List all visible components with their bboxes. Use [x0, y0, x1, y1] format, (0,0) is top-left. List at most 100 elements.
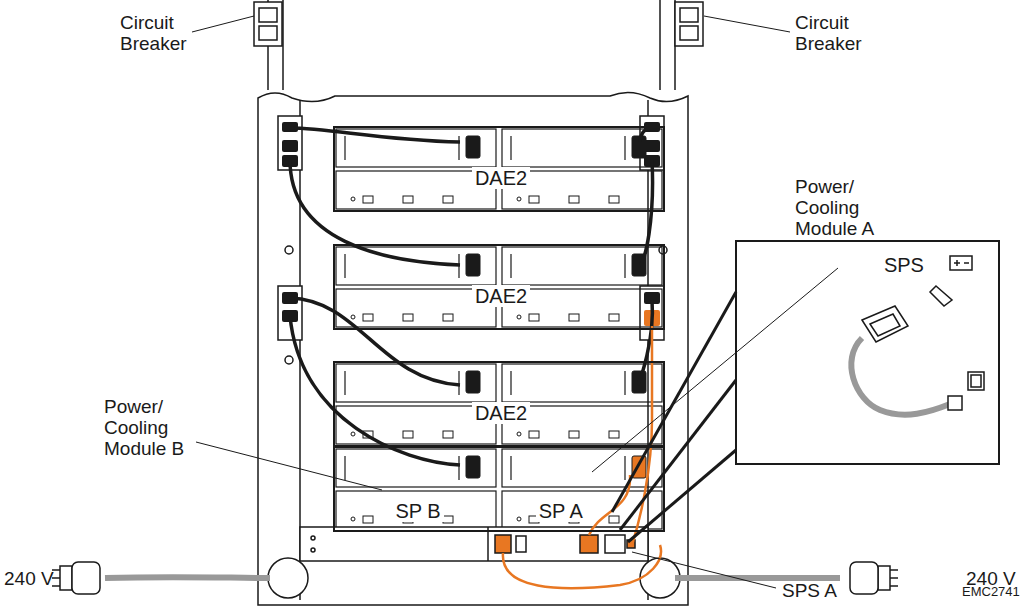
power-cooling-module: [336, 247, 496, 285]
leader-line: [192, 16, 254, 32]
rack-rail: [659, 0, 661, 90]
db9-connector: [862, 306, 908, 342]
unit-label: SPS: [881, 254, 927, 276]
callout-label: Circuit Breaker: [795, 12, 875, 54]
unit-label: DAE2: [472, 402, 530, 424]
port: [529, 196, 539, 203]
port: [569, 431, 579, 438]
caster: [268, 558, 308, 598]
callout-label: Power/ Cooling Module A: [795, 176, 895, 239]
screw: [311, 536, 315, 540]
plug-head: [60, 566, 72, 590]
leader-line: [632, 552, 776, 588]
handle: [510, 136, 511, 160]
serial-cable: [851, 338, 950, 415]
leader-line: [704, 16, 790, 32]
power-cooling-module: [336, 449, 496, 487]
sps-outlet: [605, 535, 625, 553]
enclosure-box: DAE2: [333, 126, 665, 212]
handle: [344, 456, 345, 480]
rj-port-face: [971, 375, 981, 387]
plug-body: [850, 562, 878, 594]
port: [609, 516, 619, 523]
power-plug: [282, 140, 298, 152]
port: [609, 314, 619, 321]
screw: [311, 548, 315, 552]
enclosure-box: DAE2: [333, 244, 665, 330]
port: [529, 314, 539, 321]
sps-cable: [503, 545, 661, 588]
port: [363, 314, 373, 321]
plug-pin: [890, 577, 898, 579]
plug-pin: [890, 569, 898, 571]
handle: [510, 456, 511, 480]
handle: [344, 371, 345, 395]
breaker-switch: [259, 26, 277, 40]
port: [569, 196, 579, 203]
handle: [458, 136, 459, 160]
handle: [344, 254, 345, 278]
pdu-outlet: [278, 286, 302, 340]
leader-line: [592, 268, 838, 472]
port: [403, 196, 413, 203]
battery-sign: [964, 262, 969, 264]
port: [443, 431, 453, 438]
handle: [458, 371, 459, 395]
db9-port: [930, 286, 952, 306]
enclosure-box: SP BSP A: [333, 446, 665, 532]
handle: [624, 136, 625, 160]
plug-body: [72, 562, 100, 594]
rack-post: [299, 100, 301, 600]
handle: [344, 136, 345, 160]
power-cable: [290, 298, 460, 385]
port: [529, 431, 539, 438]
power-plug: [466, 371, 480, 393]
figure-id: EMC2741: [962, 584, 1020, 600]
port: [609, 431, 619, 438]
battery-icon: [950, 256, 972, 270]
handle: [624, 254, 625, 278]
sps-tray: [300, 527, 648, 561]
sps-switch: [516, 536, 526, 552]
power-plug: [466, 456, 480, 478]
sps-outlet: [495, 535, 511, 553]
breaker-switch: [259, 8, 277, 22]
led: [351, 315, 355, 319]
unit-label: DAE2: [472, 167, 530, 189]
rj-plug: [948, 396, 962, 410]
port: [443, 314, 453, 321]
power-cable: [640, 128, 652, 142]
mains-cord: [105, 574, 270, 581]
sps-outlet: [580, 535, 598, 553]
power-cable: [638, 300, 652, 385]
link-control-card: [336, 491, 496, 529]
plug-pin: [890, 585, 898, 587]
inset-pointer: [628, 450, 736, 542]
plug-head: [878, 566, 890, 590]
breaker-switch: [680, 8, 698, 22]
led: [351, 517, 355, 521]
callout-label: Power/ Cooling Module B: [104, 396, 204, 459]
handle: [510, 371, 511, 395]
power-cooling-module: [502, 129, 662, 167]
power-cable: [290, 160, 460, 265]
port: [569, 314, 579, 321]
db9-face: [870, 314, 900, 336]
led: [517, 197, 521, 201]
power-plug: [466, 254, 480, 276]
power-cable: [290, 128, 460, 142]
port: [403, 314, 413, 321]
callout-label: Circuit Breaker: [120, 12, 200, 54]
tray-divider: [487, 527, 489, 561]
battery-sign: [956, 260, 958, 266]
power-cooling-module: [502, 247, 662, 285]
led: [517, 432, 521, 436]
inset-box: SPS: [735, 240, 1000, 465]
circuit-breaker: [675, 2, 703, 46]
port: [403, 431, 413, 438]
unit-label: SP A: [536, 500, 586, 522]
rack-hole: [285, 246, 293, 254]
led: [517, 517, 521, 521]
leader-line: [196, 442, 382, 490]
handle: [624, 456, 625, 480]
